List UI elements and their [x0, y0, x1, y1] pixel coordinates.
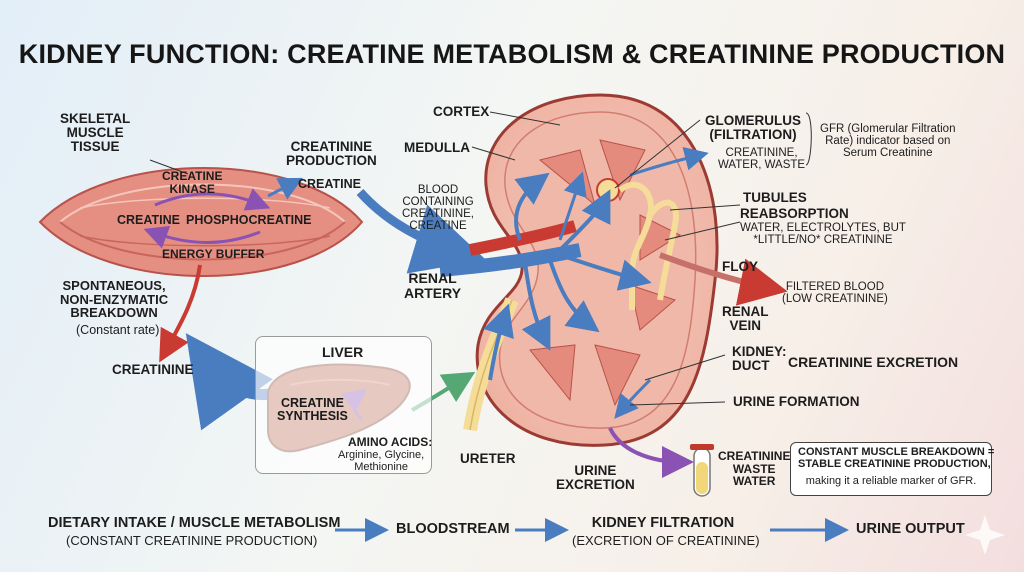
phosphocreatine-label: PHOSPHOCREATINE [186, 213, 312, 227]
floy-label: FLOY [722, 259, 758, 274]
reabsorption-label: REABSORPTION [740, 206, 849, 221]
note-line2: making it a reliable marker of GFR. [805, 475, 977, 487]
tube-contents-label: CREATININE WASTE WATER [718, 449, 791, 489]
breakdown-label: SPONTANEOUS, NON-ENZYMATIC BREAKDOWN [60, 278, 169, 321]
renal-artery-label: RENAL ARTERY [404, 270, 462, 301]
enzyme-label: CREATINE KINASE [162, 169, 223, 196]
amino-heading: AMINO ACIDS: [348, 435, 433, 449]
gfr-note: GFR (Glomerular Filtration Rate) indicat… [820, 123, 956, 160]
creatine-label: CREATINE [117, 213, 180, 227]
kidney-illustration [463, 93, 719, 447]
urine-formation-label: URINE FORMATION [733, 394, 860, 409]
liver-heading: LIVER [322, 344, 364, 360]
rate-label: (Constant rate) [76, 323, 160, 337]
flow-step3: KIDNEY FILTRATION [591, 515, 735, 531]
cortex-label: CORTEX [433, 104, 490, 119]
page-title: KIDNEY FUNCTION: CREATINE METABOLISM & C… [18, 39, 1006, 69]
flow-step1-sub: (CONSTANT CREATININE PRODUCTION) [66, 533, 318, 548]
blood-in-label: BLOOD CONTAINING CREATININE, CREATINE [402, 184, 474, 233]
reabsorption-detail: WATER, ELECTROLYTES, BUT *LITTLE/NO* CRE… [740, 222, 906, 247]
liver-panel [255, 336, 432, 474]
production-creatine-label: CREATINE [298, 177, 361, 191]
note-panel [790, 442, 992, 496]
duct-label: KIDNEY: DUCT [732, 344, 787, 374]
creatinine-label: CREATININE [112, 362, 194, 377]
flow-step1: DIETARY INTAKE / MUSCLE METABOLISM [48, 515, 341, 531]
tubules-label: TUBULES [743, 190, 807, 205]
amino-list: Arginine, Glycine, Methionine [338, 449, 425, 473]
synthesis-label: CREATINE SYNTHESIS [277, 396, 348, 424]
excretion-label: CREATININE EXCRETION [788, 354, 959, 370]
flow-step4: URINE OUTPUT [856, 521, 965, 537]
note-line1: CONSTANT MUSCLE BREAKDOWN = STABLE CREAT… [798, 446, 994, 470]
muscle-heading: SKELETAL MUSCLE TISSUE [60, 111, 131, 155]
flow-step3-sub: (EXCRETION OF CREATININE) [572, 533, 760, 548]
urine-excretion-label: URINE EXCRETION [556, 463, 635, 493]
medulla-label: MEDULLA [404, 140, 470, 155]
filtered-blood-label: FILTERED BLOOD (LOW CREATININE) [782, 281, 888, 306]
glomerulus-out-label: CREATININE, WATER, WASTE [718, 147, 806, 172]
glomerulus-label: GLOMERULUS (FILTRATION) [705, 113, 801, 143]
production-label: CREATININE PRODUCTION [286, 139, 377, 169]
flow-step2: BLOODSTREAM [396, 521, 510, 537]
renal-vein-label: RENAL VEIN [722, 304, 769, 334]
sparkle-icon [965, 515, 1005, 555]
energy-buffer-label: ENERGY BUFFER [162, 247, 265, 261]
ureter-label: URETER [460, 451, 516, 466]
urine-tube [690, 444, 714, 497]
